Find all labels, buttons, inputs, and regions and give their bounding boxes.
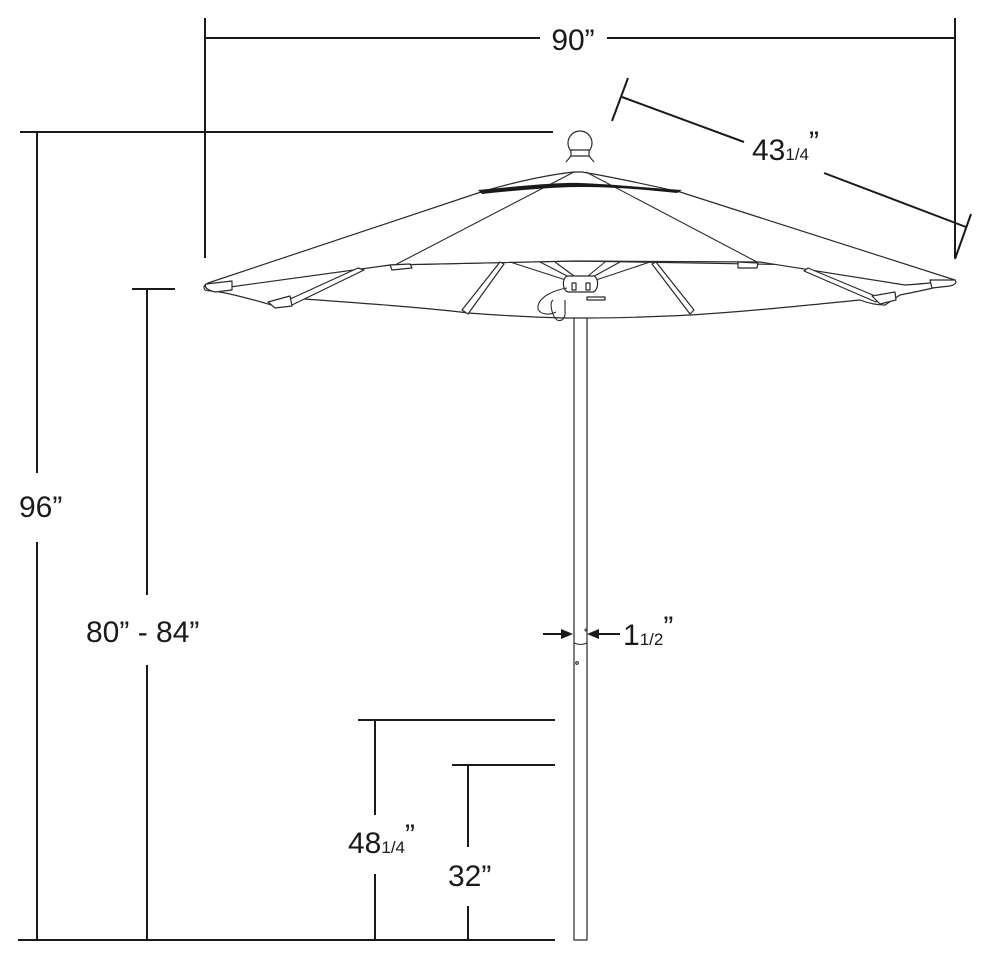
arrow-right-icon xyxy=(561,629,573,639)
vent-band xyxy=(478,182,682,194)
clearance-height-dimension: 80” - 84” xyxy=(86,288,199,940)
pole-diameter-whole: 1 xyxy=(623,619,640,652)
canopy-width-dimension: 90” xyxy=(204,18,956,258)
table-height-dimension: 32” xyxy=(448,764,555,940)
clearance-height-label: 80” - 84” xyxy=(86,616,199,649)
lower-pole-height-dimension: 481/4” xyxy=(348,719,555,940)
pole-diameter-dimension: 11/2” xyxy=(543,611,673,652)
rib-length-whole: 43 xyxy=(752,134,785,167)
arrow-left-icon xyxy=(587,629,599,639)
rib-length-unit: ” xyxy=(809,126,819,159)
locking-pin xyxy=(537,287,568,322)
umbrella-illustration xyxy=(203,130,957,941)
rib-length-label: 431/4” xyxy=(752,126,819,167)
overall-height-label: 96” xyxy=(19,491,62,524)
umbrella-pole xyxy=(573,294,588,941)
lower-pole-height-whole: 48 xyxy=(348,827,381,860)
canopy-width-label: 90” xyxy=(551,24,594,57)
lower-pole-height-unit: ” xyxy=(405,819,415,852)
rib-length-dimension: 431/4” xyxy=(611,77,972,260)
overall-height-dimension: 96” xyxy=(19,131,553,940)
lower-pole-height-label: 481/4” xyxy=(348,819,415,860)
lower-pole-height-fraction: 1/4 xyxy=(381,838,405,857)
pole-diameter-unit: ” xyxy=(663,611,673,644)
pole-diameter-fraction: 1/2 xyxy=(640,630,664,649)
table-height-label: 32” xyxy=(448,860,491,893)
rib-length-fraction: 1/4 xyxy=(785,145,809,164)
umbrella-hub xyxy=(562,275,599,293)
pole-diameter-label: 11/2” xyxy=(623,611,673,652)
